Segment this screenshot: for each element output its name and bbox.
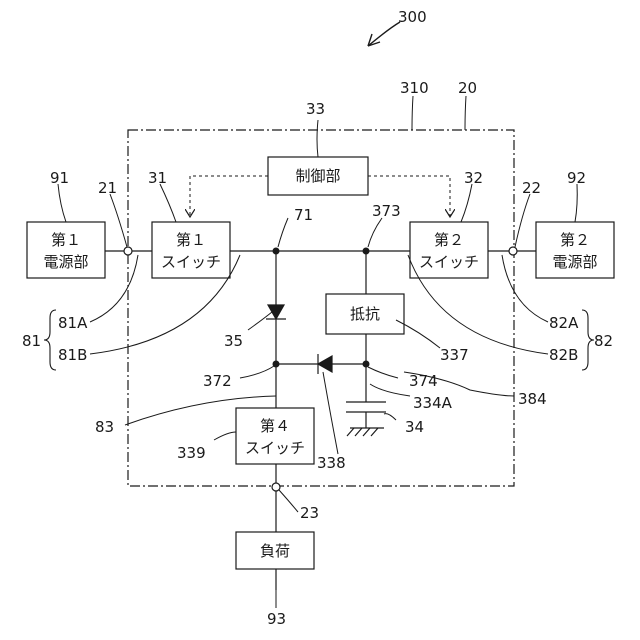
ref-22: 22 [522,179,541,197]
ref-93: 93 [267,610,286,628]
terminal-23 [272,483,280,491]
ground-symbol [347,428,384,436]
ref-374: 374 [409,372,438,390]
terminal-21 [124,247,132,255]
switch-2: 第２ スイッチ [410,222,488,278]
frame-leaders [412,96,466,130]
ref-81: 81 [22,332,41,350]
power-source-2: 第２ 電源部 [536,222,614,278]
ref-21: 21 [98,179,117,197]
ref-81A: 81A [58,314,88,332]
ref-338: 338 [317,454,346,472]
power-source-2-line2: 電源部 [552,253,597,271]
ref-384: 384 [518,390,547,408]
node-373 [363,248,370,255]
control-box-label: 制御部 [295,167,340,185]
ref-91: 91 [50,169,69,187]
ref-92: 92 [567,169,586,187]
load-label: 負荷 [260,542,290,560]
power-source-1-line2: 電源部 [43,253,88,271]
resistor-label: 抵抗 [350,305,380,323]
wires [105,251,536,590]
power-source-2-line1: 第２ [560,231,590,249]
ref-23: 23 [300,504,319,522]
ref-373: 373 [372,202,401,220]
node-71 [273,248,280,255]
control-box: 制御部 [268,157,368,195]
ref-34: 34 [405,418,424,436]
switch-4: 第４ スイッチ [236,408,314,464]
ref-81B: 81B [58,346,87,364]
switch-2-line1: 第２ [434,231,464,249]
node-374 [363,361,370,368]
ref-82A: 82A [549,314,579,332]
resistor-box: 抵抗 [326,294,404,334]
braces [44,310,594,370]
ref-20: 20 [458,79,477,97]
ref-31: 31 [148,169,167,187]
terminal-22 [509,247,517,255]
ref-334A: 334A [413,394,453,412]
ref-337: 337 [440,346,469,364]
ref-71: 71 [294,206,313,224]
diode-338 [318,354,332,374]
ref-300: 300 [398,8,427,26]
ref-33: 33 [306,100,325,118]
ref-35: 35 [224,332,243,350]
ref-83: 83 [95,418,114,436]
switch-4-line1: 第４ [260,417,290,435]
figure-pointer-arrow [368,22,400,46]
ref-310: 310 [400,79,429,97]
ref-339: 339 [177,444,206,462]
switch-2-line2: スイッチ [419,253,479,271]
ref-32: 32 [464,169,483,187]
diode-35 [266,305,286,319]
switch-1: 第１ スイッチ [152,222,230,278]
ref-372: 372 [203,372,232,390]
ref-82: 82 [594,332,613,350]
power-source-1: 第１ 電源部 [27,222,105,278]
load-box: 負荷 [236,532,314,569]
power-source-1-line1: 第１ [51,231,81,249]
switch-1-line1: 第１ [176,231,206,249]
ref-82B: 82B [549,346,578,364]
capacitor-34 [346,402,386,428]
switch-4-line2: スイッチ [245,439,305,457]
switch-1-line2: スイッチ [161,253,221,271]
